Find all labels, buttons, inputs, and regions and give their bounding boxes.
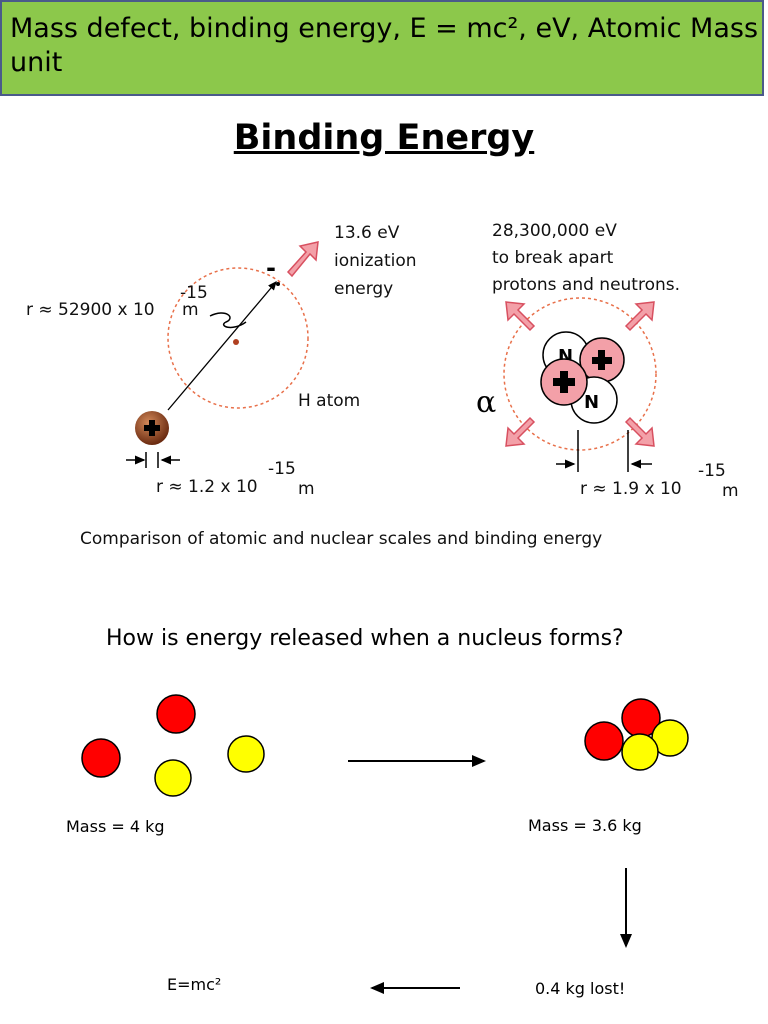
alpha-width-marker (556, 430, 652, 472)
nucleus-icon (135, 411, 169, 445)
pointer-squiggle (209, 312, 247, 329)
atom-radius-exp: -15 (180, 283, 208, 303)
neutron-ball (227, 735, 265, 773)
ionization-line3: energy (334, 279, 393, 299)
alpha-radius-label: r ≈ 1.9 x 10 (580, 479, 682, 499)
proton-ball (156, 694, 196, 734)
neutron-ball (154, 759, 192, 797)
proton-particle (540, 358, 588, 406)
nucleus-radius-label: r ≈ 1.2 x 10 (156, 477, 258, 497)
mass-after-label: Mass = 3.6 kg (528, 816, 642, 835)
figure-caption: Comparison of atomic and nuclear scales … (80, 529, 602, 549)
alpha-symbol: α (476, 385, 496, 420)
nucleus-boundary (503, 297, 657, 451)
proton-ball (81, 738, 121, 778)
atom-radius-unit: m (182, 300, 199, 320)
electron-symbol: - (266, 254, 276, 282)
header-text: Mass defect, binding energy, E = mc², eV… (10, 13, 759, 78)
nucleus-radius-unit: m (298, 479, 315, 499)
nucleus-width-marker (126, 452, 180, 468)
neutron-label-bottom: N (584, 392, 599, 413)
radius-arrow (167, 281, 277, 411)
break-energy-line2: to break apart (492, 248, 614, 268)
atomic-nuclear-figure: - r ≈ 52900 x 10 -15 m 13.6 eV ionizatio… (26, 221, 739, 549)
nucleus-radius-exp: -15 (268, 459, 296, 479)
proton-particle (579, 337, 625, 383)
break-energy-line1: 28,300,000 eV (492, 221, 617, 241)
outward-arrows-icon (505, 301, 655, 447)
alpha-radius-exp: -15 (698, 461, 726, 481)
proton-ball (584, 721, 624, 761)
emc2-formula: E=mc² (167, 975, 221, 994)
mass-before-label: Mass = 4 kg (66, 817, 165, 836)
ionization-line1: 13.6 eV (334, 223, 400, 243)
h-atom-label: H atom (298, 391, 360, 411)
mass-lost-label: 0.4 kg lost! (535, 979, 625, 998)
page-title: Binding Energy (233, 118, 535, 158)
ionization-arrow-icon (286, 241, 319, 278)
ionization-line2: ionization (334, 251, 417, 271)
question-text: How is energy released when a nucleus fo… (106, 626, 624, 651)
break-energy-line3: protons and neutrons. (492, 275, 680, 295)
header-banner: Mass defect, binding energy, E = mc², eV… (0, 0, 764, 96)
mass-defect-diagram: Mass = 4 kg Mass = 3.6 kg 0.4 kg lost! E… (66, 694, 689, 998)
electron-orbit (167, 267, 309, 409)
neutron-ball (621, 733, 659, 771)
alpha-radius-unit: m (722, 481, 739, 501)
atom-radius-label: r ≈ 52900 x 10 (26, 300, 155, 320)
